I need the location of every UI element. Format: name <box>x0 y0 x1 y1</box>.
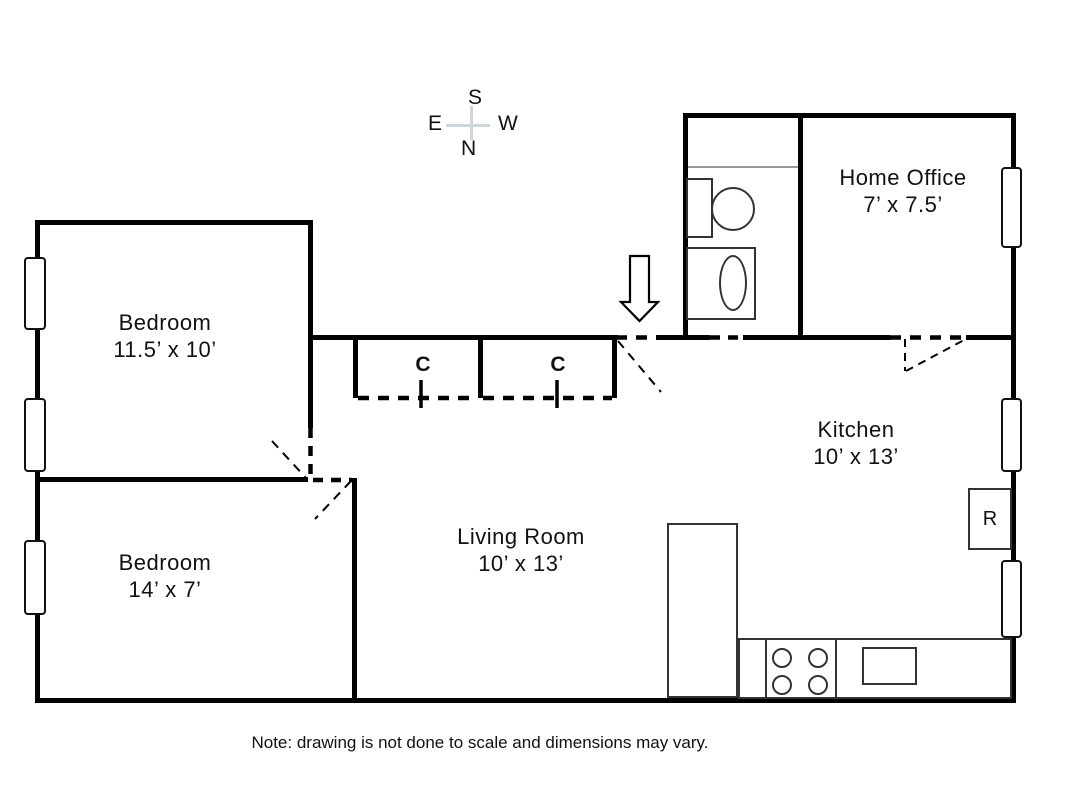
kitchen-peninsula-counter <box>667 523 738 698</box>
wall-top-right-section <box>683 113 1016 118</box>
bedroom1-door-swing <box>271 440 308 480</box>
toilet-bowl <box>719 255 747 311</box>
bedroom1-name: Bedroom <box>118 310 212 335</box>
wall-bedroom-divider <box>35 477 308 482</box>
bedroom2-label: Bedroom 14’ x 7’ <box>45 549 285 603</box>
home-office-dimensions: 7’ x 7.5’ <box>863 192 943 217</box>
compass-east: E <box>428 112 443 135</box>
bedroom2-name: Bedroom <box>118 550 212 575</box>
wall-closet-left <box>353 340 358 398</box>
stove-burner-1 <box>772 648 792 668</box>
kitchen-window-lower <box>1001 560 1022 638</box>
wall-top-left-section <box>35 220 313 225</box>
kitchen-dimensions: 10’ x 13’ <box>813 444 899 469</box>
wall-hall-b <box>743 335 890 340</box>
living-room-label: Living Room 10’ x 13’ <box>401 523 641 577</box>
kitchen-sink <box>862 647 917 685</box>
closet2-label: C <box>550 353 566 376</box>
kitchen-label: Kitchen 10’ x 13’ <box>736 416 976 470</box>
refrigerator <box>968 488 1012 550</box>
bedroom2-window <box>24 540 46 615</box>
bedroom1-label: Bedroom 11.5’ x 10’ <box>45 309 285 363</box>
entry-door-swing <box>617 340 662 393</box>
wall-bathroom-left <box>683 113 688 340</box>
home-office-door-swing <box>905 339 965 372</box>
wall-bathroom-right <box>798 113 803 340</box>
living-room-dimensions: 10’ x 13’ <box>478 551 564 576</box>
compass-cross-vertical <box>470 106 473 140</box>
wall-bedroom1-right <box>308 220 313 428</box>
stove-burner-3 <box>772 675 792 695</box>
scale-disclaimer-note: Note: drawing is not done to scale and d… <box>251 733 709 752</box>
stove-burner-4 <box>808 675 828 695</box>
home-office-window <box>1001 167 1022 248</box>
kitchen-name: Kitchen <box>817 417 895 442</box>
living-room-name: Living Room <box>457 524 585 549</box>
refrigerator-label: R <box>982 507 998 530</box>
bedroom1-dimensions: 11.5’ x 10’ <box>113 337 217 362</box>
wall-bedroom2-right <box>352 478 357 703</box>
entry-arrow-icon <box>618 254 661 323</box>
stove-burner-2 <box>808 648 828 668</box>
home-office-label: Home Office 7’ x 7.5’ <box>803 164 1003 218</box>
compass-north: N <box>461 137 477 160</box>
bedroom2-door-swing <box>314 480 352 520</box>
bedroom1-window-upper <box>24 257 46 330</box>
wall-hall-a <box>656 335 710 340</box>
kitchen-window-upper <box>1001 398 1022 472</box>
closet1-label: C <box>415 353 431 376</box>
bedroom2-dimensions: 14’ x 7’ <box>128 577 202 602</box>
bathroom-divider-line <box>688 166 798 168</box>
wall-bottom <box>35 698 1016 703</box>
bedroom1-window-lower <box>24 398 46 472</box>
compass-south: S <box>468 86 483 109</box>
bathroom-sink-basin <box>711 187 755 231</box>
wall-closet-divider <box>478 340 483 398</box>
wall-closet-top <box>308 335 618 340</box>
compass-cross-horizontal <box>446 124 490 127</box>
bathroom-sink-counter <box>686 178 713 238</box>
wall-hall-c <box>966 335 1016 340</box>
compass-west: W <box>498 112 518 135</box>
wall-closet-right <box>612 340 617 398</box>
home-office-name: Home Office <box>839 165 967 190</box>
